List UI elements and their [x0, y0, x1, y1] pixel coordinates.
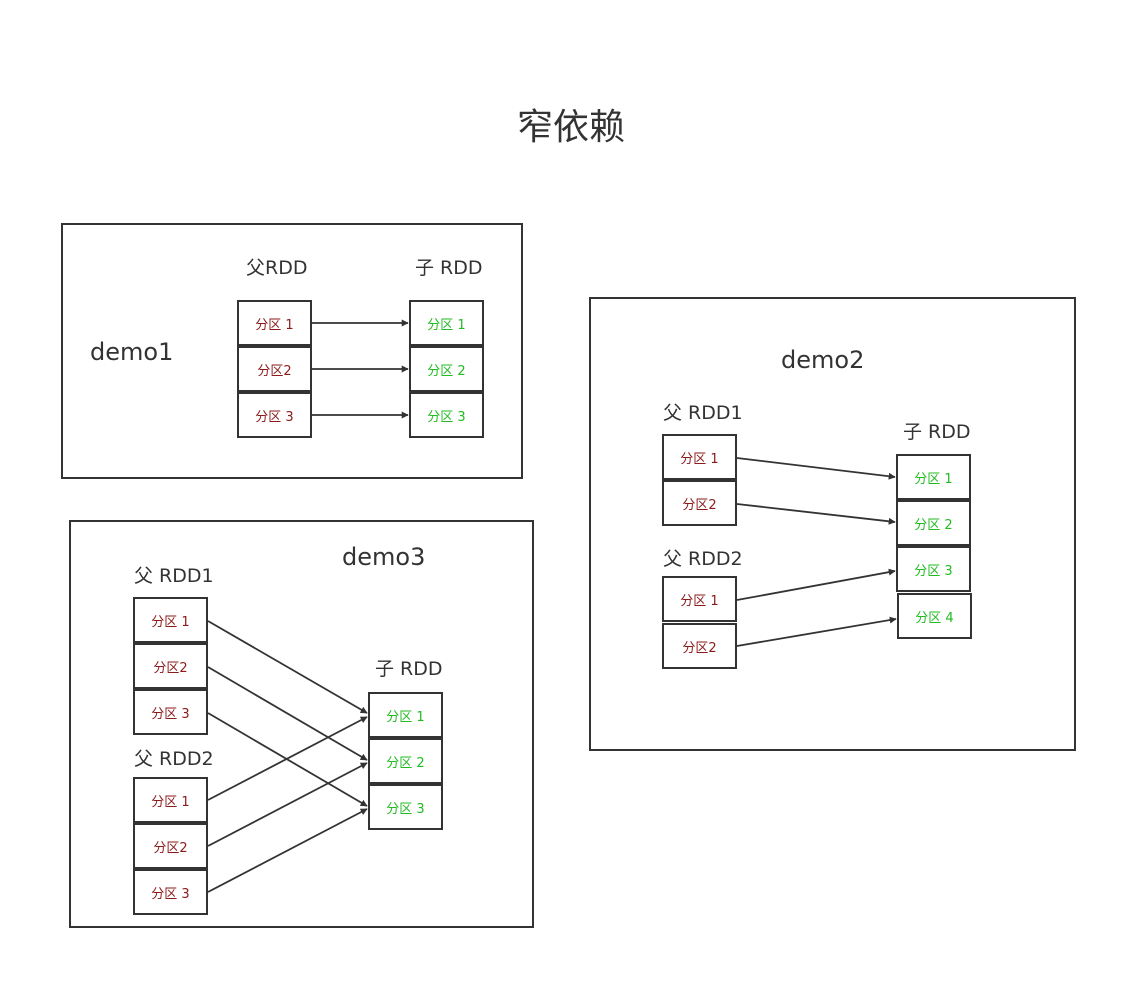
- demo1-child-partition-1: 分区 1: [409, 300, 484, 346]
- demo1-parent-partition-3: 分区 3: [237, 392, 312, 438]
- demo3-parent1-partition-2: 分区2: [133, 643, 208, 689]
- demo2-child-partition-4: 分区 4: [897, 593, 972, 639]
- demo3-frame: [69, 520, 534, 928]
- demo3-arrow-p2-1: [207, 716, 368, 801]
- demo3-parent2-rdd-label: 父 RDD2: [134, 748, 214, 770]
- demo2-arrow-p1-1: [736, 457, 896, 480]
- demo3-label: demo3: [342, 543, 426, 571]
- demo1-frame: [61, 223, 523, 479]
- demo1-parent-partition-1: 分区 1: [237, 300, 312, 346]
- demo2-child-partition-1: 分区 1: [896, 454, 971, 500]
- demo2-arrow-p2-2: [736, 616, 897, 647]
- demo2-parent2-partition-1: 分区 1: [662, 576, 737, 622]
- demo1-child-rdd-label: 子 RDD: [415, 257, 483, 279]
- demo3-parent1-partition-1: 分区 1: [133, 597, 208, 643]
- demo3-child-partition-1: 分区 1: [368, 692, 443, 738]
- demo2-child-partition-2: 分区 2: [896, 500, 971, 546]
- demo1-parent-rdd-label: 父RDD: [246, 257, 308, 279]
- demo2-parent2-partition-2: 分区2: [662, 623, 737, 669]
- demo2-arrow-p1-2: [736, 503, 896, 525]
- demo3-arrow-p2-2: [207, 762, 368, 847]
- demo2-arrow-p2-1: [736, 568, 896, 601]
- demo2-child-partition-3: 分区 3: [896, 546, 971, 592]
- demo3-arrow-p1-1: [207, 620, 368, 714]
- demo3-parent2-partition-1: 分区 1: [133, 777, 208, 823]
- demo3-arrow-p2-3: [207, 808, 368, 893]
- demo3-parent1-rdd-label: 父 RDD1: [134, 565, 214, 587]
- demo2-parent1-partition-1: 分区 1: [662, 434, 737, 480]
- demo3-child-partition-2: 分区 2: [368, 738, 443, 784]
- demo3-parent2-partition-3: 分区 3: [133, 869, 208, 915]
- demo2-child-rdd-label: 子 RDD: [903, 421, 971, 443]
- diagram-title: 窄依赖: [516, 107, 625, 148]
- demo2-frame: [589, 297, 1076, 751]
- demo1-child-partition-2: 分区 2: [409, 346, 484, 392]
- demo3-child-partition-3: 分区 3: [368, 784, 443, 830]
- demo3-child-rdd-label: 子 RDD: [375, 658, 443, 680]
- demo2-parent1-partition-2: 分区2: [662, 480, 737, 526]
- demo2-parent1-rdd-label: 父 RDD1: [663, 402, 743, 424]
- demo1-parent-partition-2: 分区2: [237, 346, 312, 392]
- demo2-parent2-rdd-label: 父 RDD2: [663, 548, 743, 570]
- demo1-label: demo1: [90, 338, 174, 366]
- demo3-parent1-partition-3: 分区 3: [133, 689, 208, 735]
- demo3-parent2-partition-2: 分区2: [133, 823, 208, 869]
- demo3-arrow-p1-2: [207, 666, 368, 761]
- demo1-child-partition-3: 分区 3: [409, 392, 484, 438]
- demo2-label: demo2: [781, 346, 865, 374]
